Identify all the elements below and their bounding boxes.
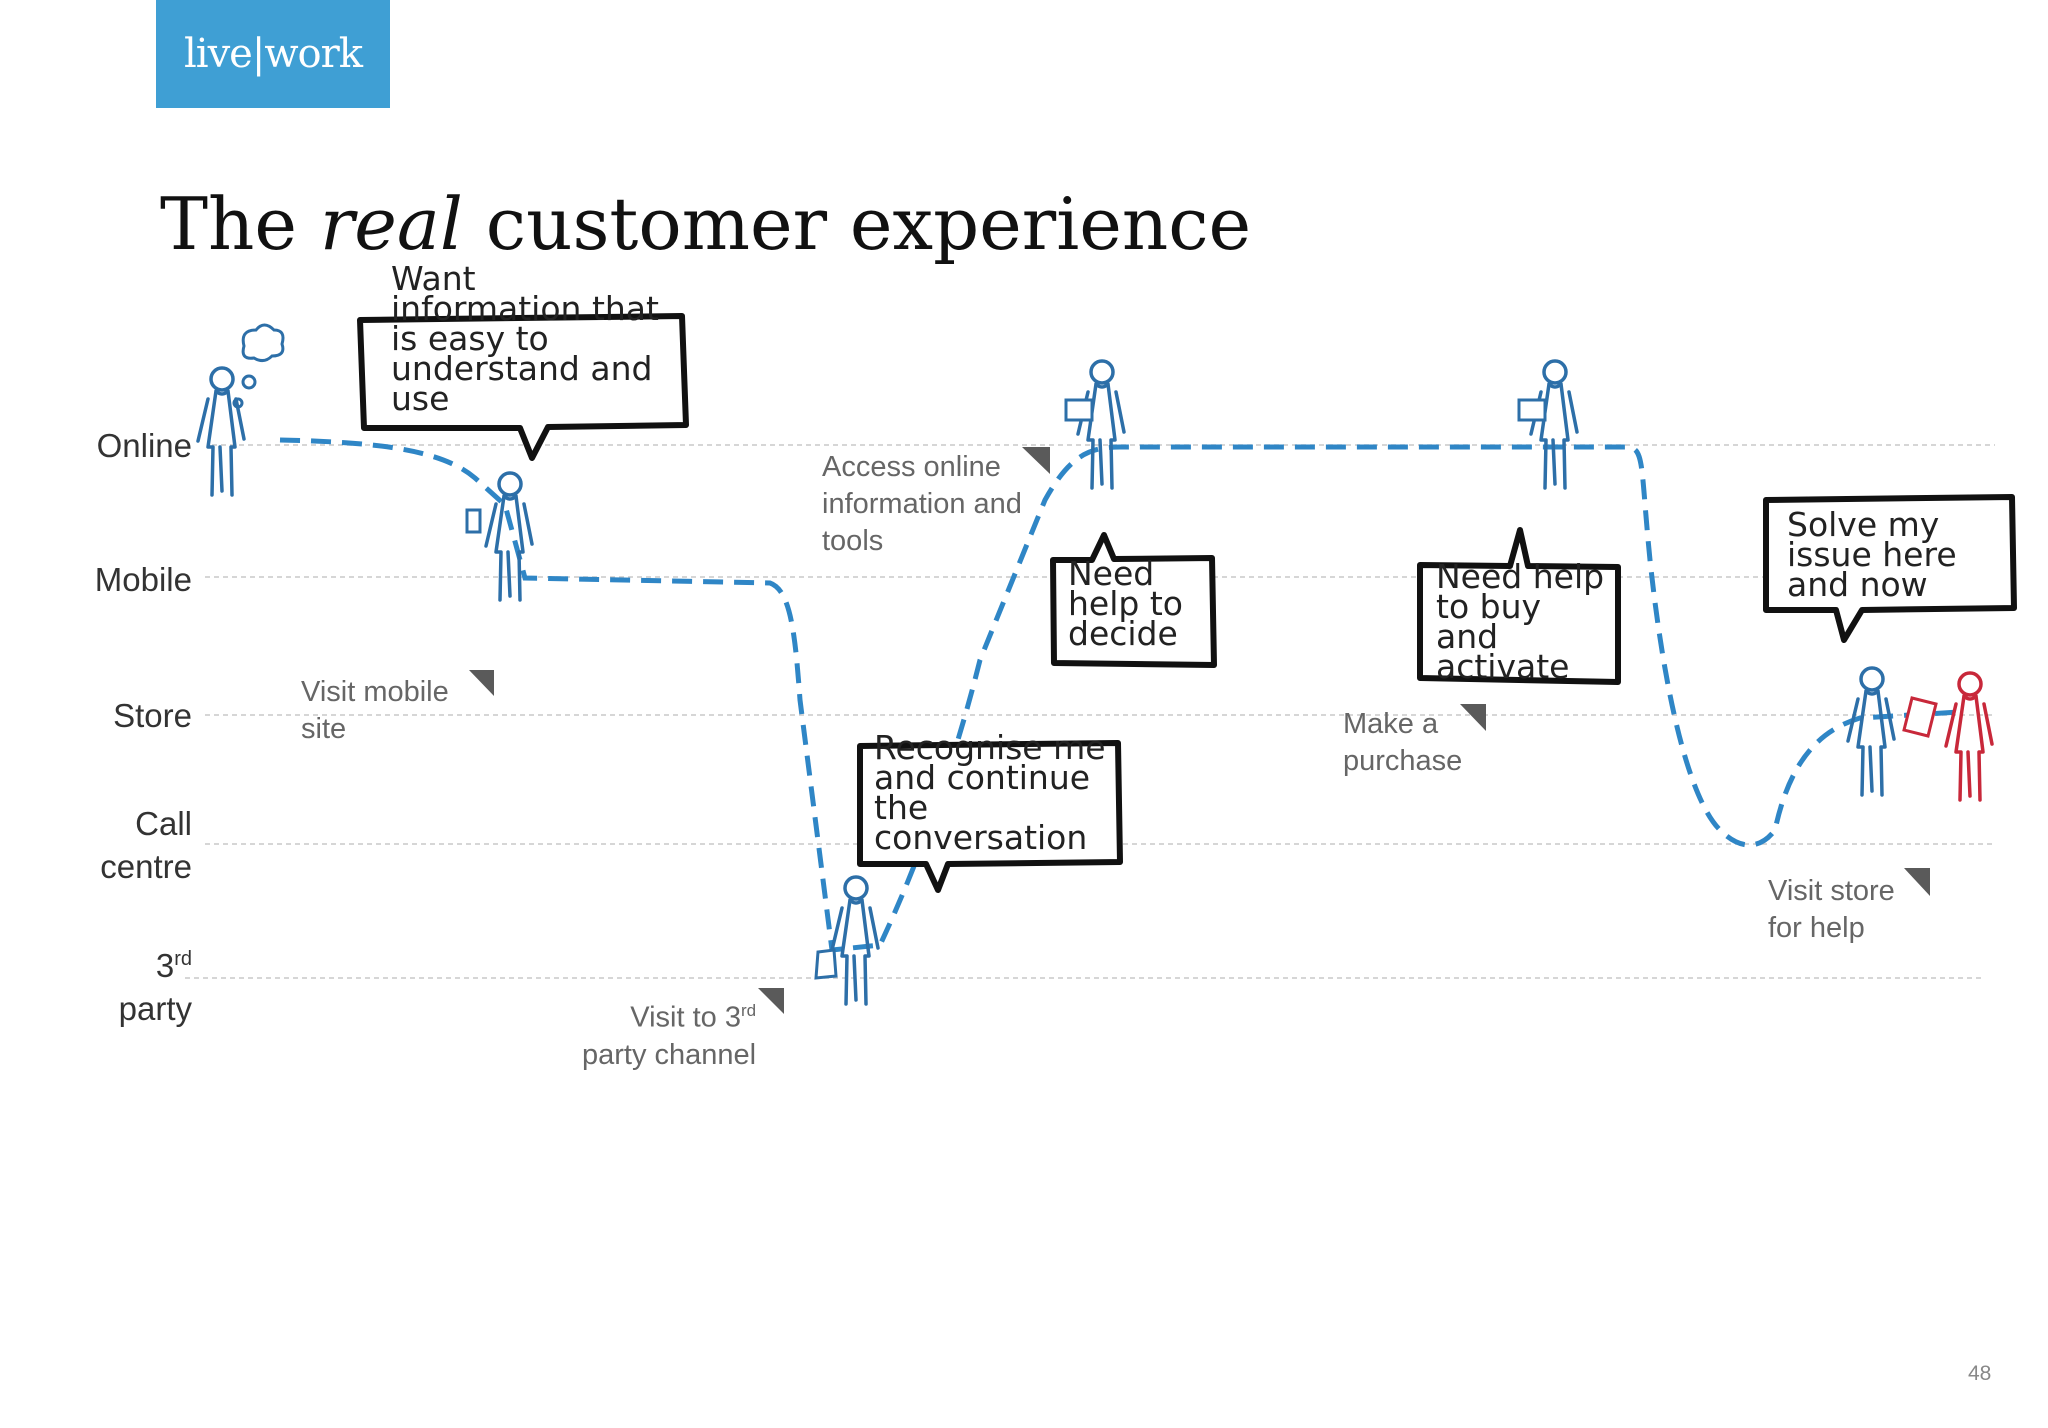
person-mobile-icon: [465, 471, 534, 602]
person-store-customer-icon: [1846, 666, 1896, 797]
lane-label-call-line2: centre: [100, 848, 192, 885]
title-emphasis: real: [319, 182, 463, 266]
marker-visit-third-party: [758, 988, 784, 1014]
marker-visit-mobile: [469, 670, 494, 696]
marker-access-online: [1022, 447, 1050, 474]
speech-bubbles: [357, 313, 2017, 893]
person-online-icon: [196, 366, 246, 497]
caption-markers: [469, 447, 1930, 1014]
title-post: customer experience: [462, 182, 1252, 266]
lane-label-mobile: Mobile: [94, 561, 192, 598]
lane-label-online: Online: [96, 427, 192, 464]
livework-logo: live|work: [156, 0, 390, 108]
title-pre: The: [160, 182, 320, 266]
bubble-recognise: [857, 740, 1123, 893]
caption-visit-third-party: Visit to 3rd party channel: [582, 1001, 757, 1071]
tablet-icon: [1064, 398, 1094, 422]
marker-store-help: [1904, 868, 1930, 896]
lane-label-call-line1: Call: [135, 805, 192, 842]
lane-label-third-line2: party: [118, 990, 192, 1027]
phone-icon: [465, 508, 482, 534]
lane-label-call-centre: Call centre: [100, 802, 192, 888]
lane-label-third-line1: 3rd: [155, 947, 192, 984]
page-number: 48: [1968, 1362, 1992, 1385]
person-tablet-1-icon: [1064, 359, 1126, 490]
thought-cloud-icon: [232, 323, 285, 409]
clipboard-icon: [1902, 696, 1938, 738]
caption-visit-store-help: Visit store for help: [1768, 875, 1895, 944]
customer-journey-path: [279, 437, 1961, 953]
bubble-need-help-buy: [1417, 527, 1621, 685]
page-title: The real customer experience: [160, 182, 1251, 266]
tablet-icon: [1517, 398, 1547, 422]
marker-purchase: [1460, 704, 1486, 731]
store-assistant-icon: [1902, 671, 1994, 802]
lane-label-store: Store: [113, 697, 192, 734]
caption-make-purchase: Make a purchase: [1343, 708, 1463, 777]
bubble-text-solve-issue: Solve my issue here and now: [1787, 505, 1957, 604]
lane-label-third-party: 3rd party: [119, 938, 192, 1030]
bubble-text-recognise: Recognise me and continue the conversati…: [874, 728, 1106, 857]
bubble-want-info: [357, 313, 689, 461]
caption-access-online: Access online information and tools: [822, 451, 1022, 557]
person-third-party-icon: [814, 875, 880, 1006]
bubble-need-help-decide: [1050, 532, 1217, 668]
bubble-text-need-help-buy: Need help to buy and activate: [1436, 557, 1605, 686]
bubble-text-need-help-decide: Need help to decide: [1068, 554, 1183, 653]
person-tablet-2-icon: [1517, 359, 1579, 490]
bag-icon: [814, 948, 838, 980]
bubble-text-want-info: Want information that is easy to underst…: [391, 259, 659, 418]
bubble-solve-issue: [1763, 494, 2017, 643]
caption-visit-mobile: Visit mobile site: [301, 676, 449, 745]
lane-gridlines: [185, 444, 1995, 979]
